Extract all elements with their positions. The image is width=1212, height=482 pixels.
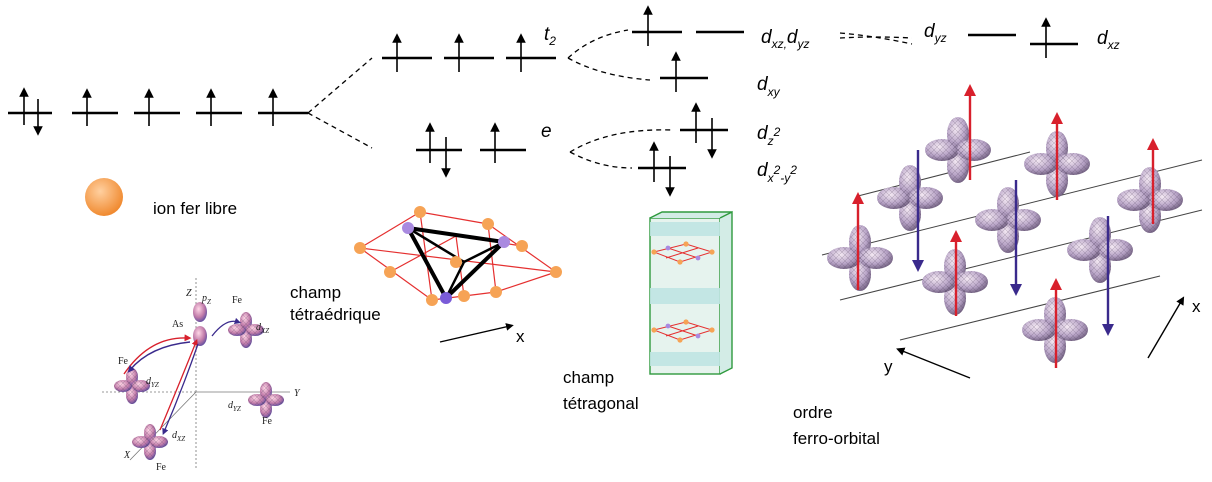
ferro-orbital-lattice [821,84,1203,368]
fe-label: Fe [232,295,243,306]
orbital-clover [925,117,991,183]
dyz-label: dyz [924,21,947,45]
ion-label: ion fer libre [153,199,237,218]
dz2-label: dz2 [757,123,781,148]
as-label: As [172,319,183,330]
dxz-label: dxz [1097,28,1120,52]
x-axis-arrow-right [1147,296,1185,359]
fe-as-orbital-inset: Z pZ As Fe dXZ Fe dYZ Y dYZ Fe dXZ X Fe [100,278,301,473]
tetragonal-cell [649,210,733,375]
t2-label: t2 [544,24,556,48]
order-label-line1: ordre [793,403,833,422]
dx2y2-label: dx2-y2 [757,160,797,185]
hopping-arrow [127,341,191,373]
fe-label: Fe [156,462,167,473]
orbital-clover [1067,217,1133,283]
split-dash [567,29,629,59]
fe-orbital [248,382,284,418]
hopping-arrow [159,338,198,431]
x-axis-label-right: x [1192,297,1201,316]
as-pz-lobe [193,302,207,322]
orbital-clover [827,225,893,291]
split-line-t2 [307,57,373,114]
dxz-inset-label: dXZ [256,322,269,335]
split-dash [839,32,913,45]
dxz-inset-label-2: dXZ [172,430,185,443]
split-dash [569,129,673,153]
order-label-line2: ferro-orbital [793,429,880,448]
split-dash [567,57,651,81]
orbital-clover [975,187,1041,253]
fe-orbital [114,368,150,404]
x-axis-label: x [516,327,525,346]
tetragonal-label-line1: champ [563,368,614,387]
split-line-e [307,112,373,149]
tetragonal-label-line2: tétragonal [563,394,639,413]
dxy-label: dxy [757,74,781,99]
fe-orbital [132,424,168,460]
orbital-clover [877,165,943,231]
e-levels [416,122,526,178]
x-axis-arrow [439,323,514,343]
free-ion-spins [19,87,278,136]
dyz-inset-label: dYZ [146,376,159,389]
z-axis-label: Z [186,288,192,299]
y-axis-label: y [884,357,893,376]
x-axis-inset-label: X [123,450,131,461]
split-dash [569,151,633,169]
y-axis-arrow [896,347,971,379]
iron-ion-sphere [85,178,123,216]
pz-label: pZ [201,293,211,306]
tetra-label-line2: tétraédrique [290,305,381,324]
dxz-dyz-label: dxz,dyz [761,27,810,51]
dyz-inset-label-2: dYZ [228,400,241,413]
tetragonal-levels [632,5,744,197]
e-label: e [541,121,552,142]
hopping-arrow [211,317,242,337]
tetra-label-line1: champ [290,283,341,302]
tetrahedral-lattice [354,206,562,306]
fe-label: Fe [118,356,129,367]
orbital-clover [1117,167,1183,233]
t2-levels [382,33,556,72]
split-dash [839,36,913,39]
hopping-arrow [162,343,199,435]
y-axis-inset-label: Y [294,388,301,399]
fe-label: Fe [262,416,273,427]
